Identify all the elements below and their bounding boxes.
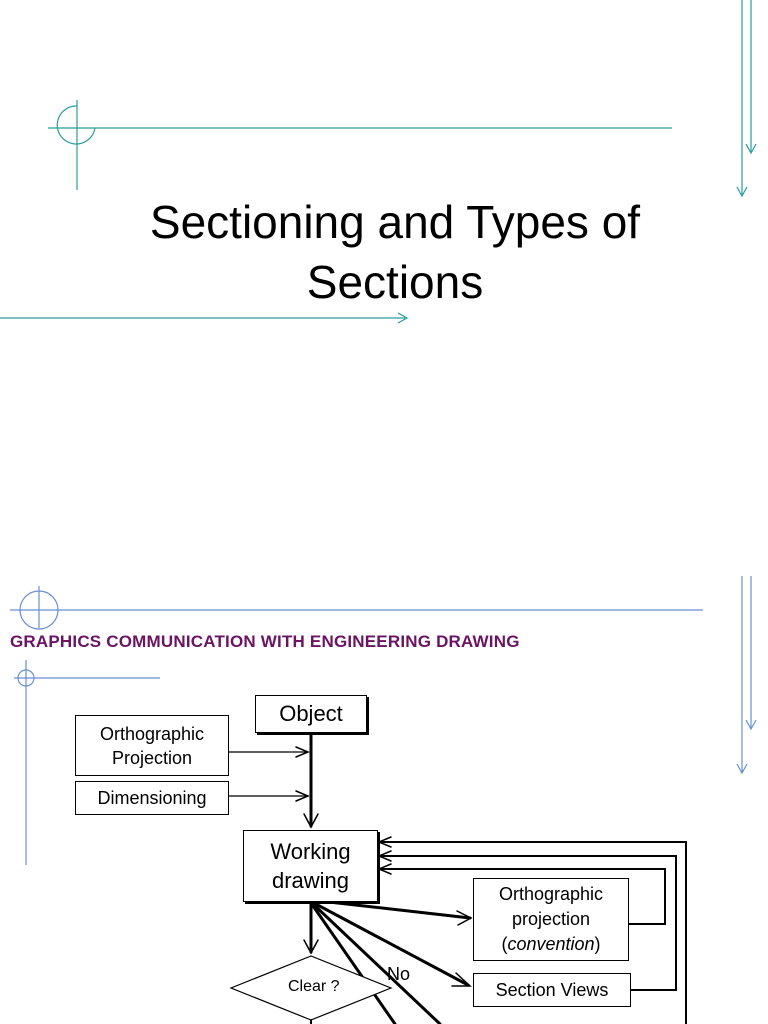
orthographic-convention-box: Orthographic projection (convention)	[473, 878, 629, 961]
crosshair-circle-icon	[56, 105, 96, 145]
right-arrow-icon	[451, 972, 472, 987]
object-label: Object	[279, 701, 343, 726]
down-arrow-icon	[745, 143, 757, 155]
down-arrow-icon	[745, 719, 757, 731]
slide2-decoration	[10, 576, 757, 865]
orthographic-projection-box: Orthographic Projection	[75, 715, 229, 776]
right-arrow-icon	[397, 312, 409, 324]
working-line-2: drawing	[271, 868, 350, 893]
right-arrow-icon	[295, 790, 310, 802]
dimensioning-box: Dimensioning	[75, 781, 229, 815]
ortho-conv-line-3: (convention)	[501, 932, 600, 957]
paren-open: (	[501, 934, 508, 954]
working-line-1: Working	[270, 839, 351, 864]
feedback-loop-2	[379, 855, 677, 991]
to-lower-line-1	[310, 901, 442, 1024]
slide1-decoration	[0, 0, 757, 324]
crosshair-circle-icon	[19, 590, 59, 630]
flowchart-slide	[0, 540, 768, 1024]
down-arrow-icon	[303, 939, 319, 955]
left-arrow-icon	[377, 850, 392, 862]
left-arrow-icon	[377, 836, 392, 848]
to-section-line	[310, 900, 470, 987]
section-views-box: Section Views	[473, 973, 631, 1007]
slide-heading: GRAPHICS COMMUNICATION WITH ENGINEERING …	[10, 632, 520, 651]
no-label: No	[387, 964, 411, 984]
to-lower-line-2	[309, 901, 397, 1024]
ortho-conv-line-2: projection	[511, 909, 591, 929]
ortho-proj-line-2: Projection	[111, 747, 193, 768]
slide-title: Sectioning and Types of Sections	[60, 192, 730, 312]
right-arrow-icon	[295, 746, 310, 758]
small-crosshair-circle-icon	[17, 669, 35, 687]
title-line-1: Sectioning and Types of	[149, 196, 641, 248]
ortho-proj-line-1: Orthographic	[99, 723, 205, 744]
feedback-loop-1	[379, 868, 666, 925]
title-slide: Sectioning and Types of Sections	[0, 0, 757, 324]
ortho-conv-line-1: Orthographic	[498, 884, 604, 904]
object-box: Object	[255, 695, 367, 733]
working-drawing-box: Working drawing	[243, 830, 378, 902]
feedback-loop-3	[379, 841, 687, 1024]
clear-label: Clear ?	[288, 978, 340, 995]
down-arrow-icon	[303, 813, 319, 829]
to-convention-line	[309, 898, 472, 920]
dimensioning-label: Dimensioning	[97, 787, 207, 808]
title-line-2: Sections	[306, 256, 484, 308]
left-arrow-icon	[377, 863, 392, 875]
down-arrow-icon	[736, 763, 748, 775]
clear-decision-diamond	[229, 955, 393, 1021]
paren-close: )	[594, 934, 601, 954]
section-views-label: Section Views	[495, 979, 609, 1000]
convention-word: convention	[507, 934, 595, 954]
right-arrow-icon	[456, 910, 473, 926]
down-arrow-icon	[736, 186, 748, 198]
